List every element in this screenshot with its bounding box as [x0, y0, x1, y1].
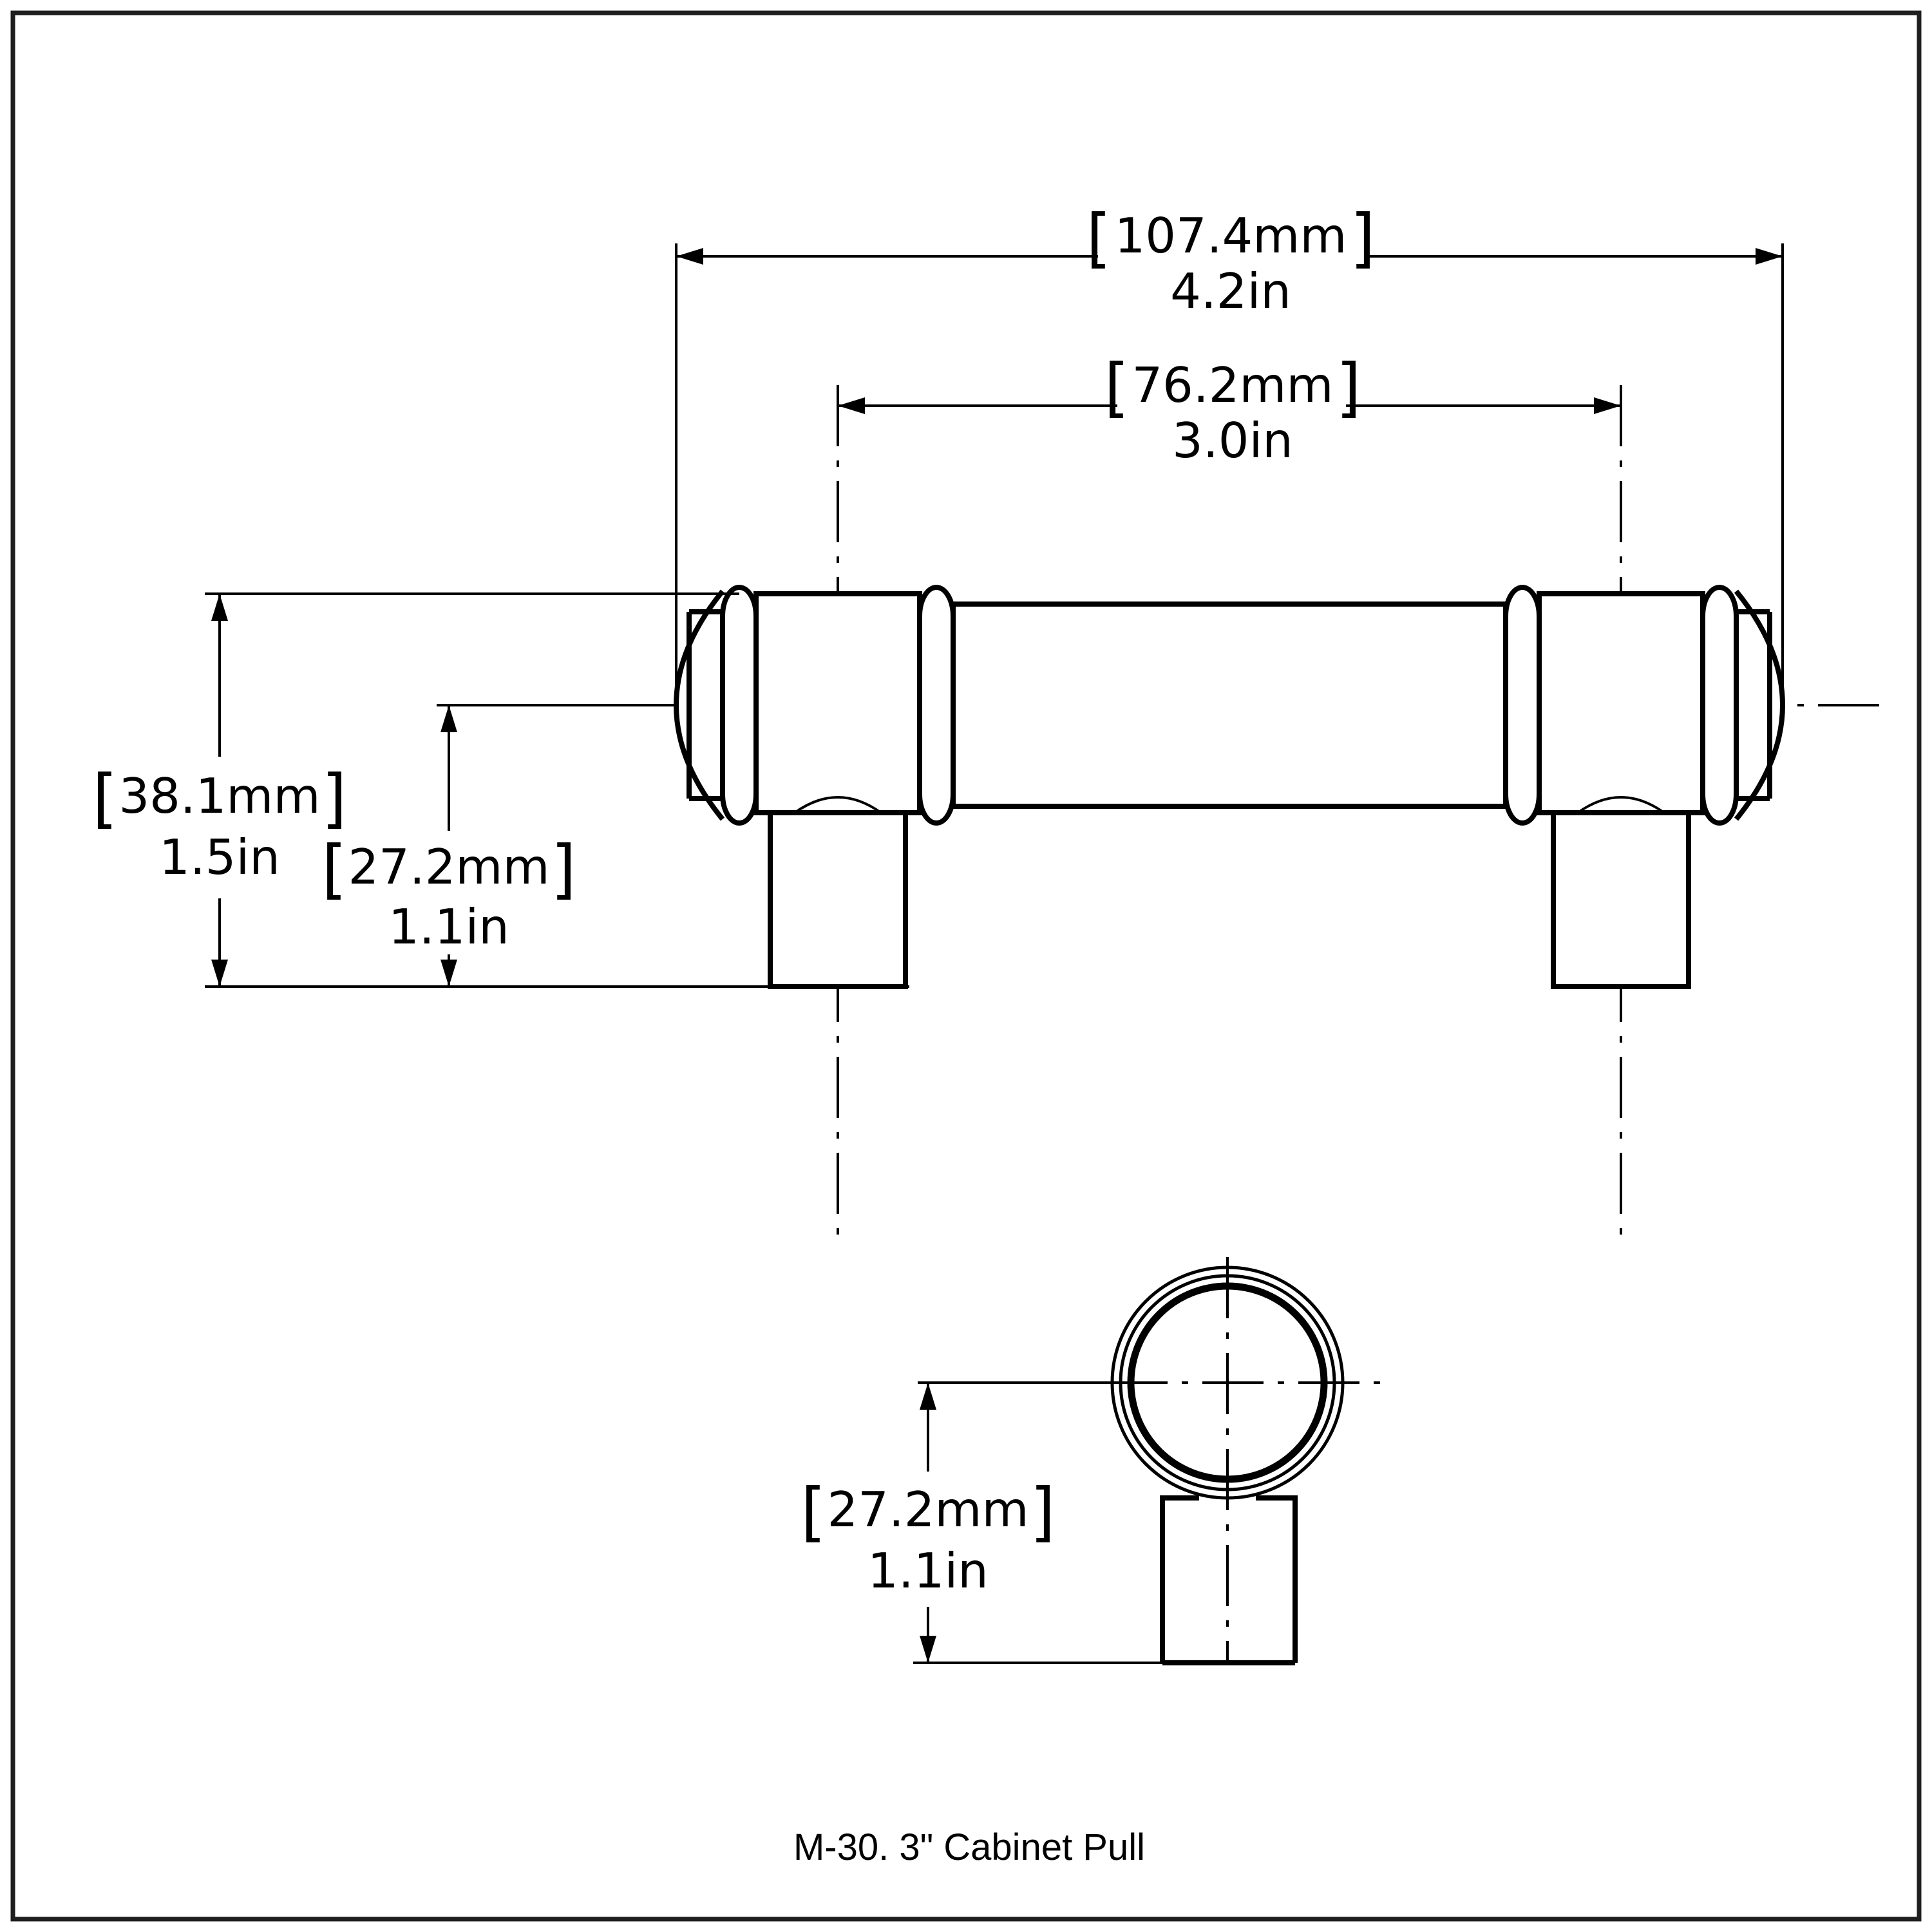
arrowhead-left [676, 248, 703, 265]
dim-overall-height: [ 38.1mm ] 1.5in [92, 592, 909, 988]
bracket-open: [ [321, 831, 346, 907]
bracket-open: [ [92, 761, 117, 836]
end-post-sides [1160, 1495, 1298, 1663]
bracket-open: [ [1104, 350, 1129, 425]
side-view [437, 385, 1880, 1244]
arrowhead-down [211, 960, 228, 987]
dim-center-to-center-in: 3.0in [1172, 412, 1293, 469]
dim-overall-length: [ 107.4mm ] 4.2in [675, 200, 1784, 704]
dim-overall-length-in: 4.2in [1170, 263, 1291, 319]
dim-overall-height-in: 1.5in [159, 829, 280, 886]
bracket-close: ] [551, 831, 576, 907]
left-dome-arc [674, 589, 725, 821]
dim-end-projection-mm: 27.2mm [827, 1481, 1028, 1538]
bracket-open: [ [800, 1474, 826, 1549]
arrowhead-up [440, 705, 457, 732]
left-post [768, 810, 908, 989]
dim-overall-length-mm: 107.4mm [1115, 207, 1347, 264]
ring-inner-left [917, 585, 956, 826]
right-block [1537, 591, 1705, 815]
arrowhead-up [211, 594, 228, 621]
dim-side-projection-in: 1.1in [388, 898, 509, 955]
ring-outer-right [1700, 585, 1739, 826]
dim-overall-height-mm: 38.1mm [118, 768, 320, 824]
ring-inner-right [1503, 585, 1542, 826]
right-post-arc [1577, 796, 1665, 814]
dim-center-to-center: [ 76.2mm ] 3.0in [838, 350, 1621, 469]
arrowhead-down [920, 1636, 936, 1663]
arrowhead-up [920, 1383, 936, 1410]
bracket-close: ] [1336, 350, 1361, 425]
arrowhead-down [440, 960, 457, 987]
left-block [753, 591, 922, 815]
dim-end-projection-in: 1.1in [867, 1542, 989, 1599]
arrowhead-right [1594, 397, 1621, 414]
left-post-arc [793, 796, 882, 814]
page-border [10, 10, 1922, 1922]
right-dome-arc [1734, 589, 1785, 821]
dim-center-to-center-mm: 76.2mm [1132, 357, 1333, 413]
arrowhead-right [1756, 248, 1783, 265]
bracket-close: ] [1350, 200, 1375, 276]
bracket-close: ] [1030, 1474, 1055, 1549]
right-post [1551, 810, 1691, 989]
dim-side-projection: [ 27.2mm ] 1.1in [321, 705, 576, 987]
caption: M-30. 3" Cabinet Pull [793, 1826, 1145, 1868]
bracket-close: ] [321, 761, 346, 836]
end-view [1106, 1257, 1392, 1665]
arrowhead-left [838, 397, 865, 414]
dim-end-projection: [ 27.2mm ] 1.1in [800, 1381, 1162, 1664]
bracket-open: [ [1086, 200, 1111, 276]
bar [951, 601, 1508, 809]
ring-outer-left [720, 585, 759, 826]
dim-side-projection-mm: 27.2mm [348, 838, 549, 895]
